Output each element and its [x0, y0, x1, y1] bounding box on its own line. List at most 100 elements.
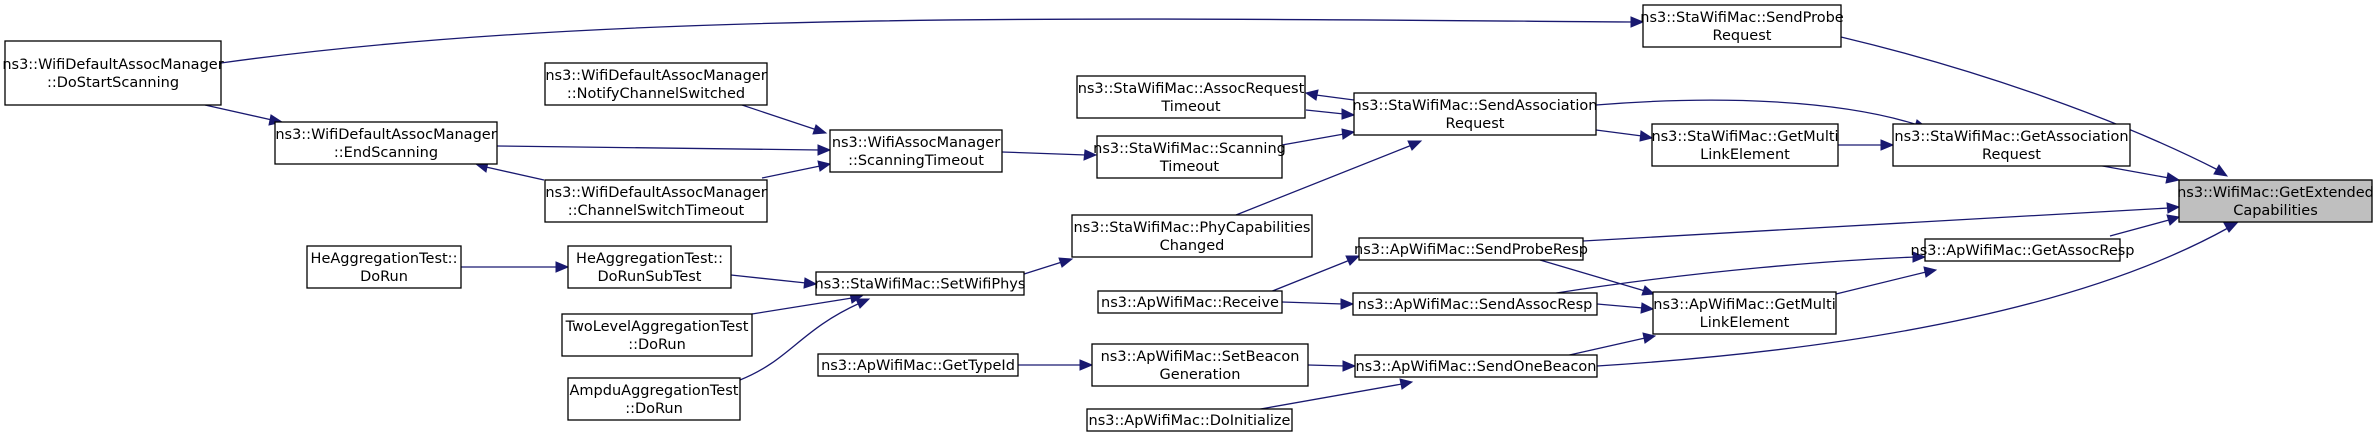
arrowhead-sendonebeacon-2	[1399, 378, 1414, 390]
edge-sendproberesp-getextcap	[1582, 207, 2170, 242]
arrowhead-setbeacon	[1079, 359, 1094, 371]
arrowhead-getassocresp-1	[1912, 251, 1927, 263]
arrowhead-sendonebeacon-1	[1342, 360, 1357, 372]
node-getassocresp[interactable]: ns3::ApWifiMac::GetAssocResp	[1911, 238, 2135, 262]
node-label: ns3::WifiAssocManager	[832, 135, 1000, 151]
arrowhead-hedorunsubtest	[555, 261, 570, 273]
node-label: ns3::StaWifiMac::SetWifiPhys	[815, 277, 1026, 293]
node-label: AmpduAggregationTest	[570, 383, 739, 399]
arrowhead-phycap	[1058, 257, 1074, 268]
edge-twolevel-setwifiphys	[751, 297, 853, 315]
node-receive[interactable]: ns3::ApWifiMac::Receive	[1097, 290, 1283, 314]
node-label: Changed	[1160, 238, 1225, 254]
node-label: ::EndScanning	[334, 145, 438, 161]
node-endscanning[interactable]: ns3::WifiDefaultAssocManager::EndScannin…	[274, 121, 498, 165]
node-doinitialize[interactable]: ns3::ApWifiMac::DoInitialize	[1086, 408, 1293, 432]
arrowhead-assocreqtimeout	[1304, 89, 1319, 101]
edge-hedorunsubtest-setwifiphys	[730, 274, 807, 284]
node-label: ns3::ApWifiMac::Receive	[1101, 295, 1279, 311]
node-label: ns3::StaWifiMac::PhyCapabilities	[1074, 220, 1311, 236]
node-sendonebeacon[interactable]: ns3::ApWifiMac::SendOneBeacon	[1354, 354, 1598, 378]
edge-stascanning-sendassocreq	[1281, 133, 1345, 146]
node-sendproberesp[interactable]: ns3::ApWifiMac::SendProbeResp	[1354, 237, 1588, 261]
edge-dostartscanning-endscanning	[204, 104, 273, 121]
node-ampduaggregationtest[interactable]: AmpduAggregationTest::DoRun	[567, 377, 741, 421]
node-scanningtimeout-mgr[interactable]: ns3::WifiAssocManager::ScanningTimeout	[829, 129, 1003, 173]
arrowhead-scanningtimeout-3	[817, 160, 832, 172]
edge-notifychannelswitched-scanningtimeout	[732, 101, 818, 131]
node-notifychannelswitched[interactable]: ns3::WifiDefaultAssocManager::NotifyChan…	[544, 62, 768, 106]
edge-channelswitchtimeout-endscanning	[485, 166, 545, 181]
node-heaggregationtest-dorun[interactable]: HeAggregationTest::DoRun	[306, 245, 462, 289]
edge-sendassocreq-assocreqtimeout	[1315, 94, 1355, 101]
node-label: TwoLevelAggregationTest	[565, 319, 749, 335]
node-label: ns3::ApWifiMac::SendProbeResp	[1354, 242, 1588, 258]
edge-setbeacon-sendonebeacon	[1307, 364, 1346, 367]
arrowhead-getmultiap-1	[1641, 285, 1656, 296]
graph-nodes: ns3::WifiDefaultAssocManager::DoStartSca…	[2, 4, 2374, 432]
arrowhead-getmultiap-2	[1640, 302, 1655, 314]
node-sendassocresp[interactable]: ns3::ApWifiMac::SendAssocResp	[1352, 292, 1598, 316]
node-label: ns3::ApWifiMac::GetMulti	[1653, 297, 1835, 313]
arrowhead-stascanning	[1083, 149, 1098, 161]
node-label: ns3::ApWifiMac::DoInitialize	[1089, 413, 1291, 429]
node-label: HeAggregationTest::	[576, 251, 723, 267]
node-label: Timeout	[1159, 159, 1220, 175]
node-gettypeid[interactable]: ns3::ApWifiMac::GetTypeId	[817, 353, 1019, 377]
node-label: ns3::StaWifiMac::SendProbe	[1640, 10, 1844, 26]
node-label: LinkElement	[1700, 147, 1790, 163]
edge-sendproberesp-getmultiap	[1539, 259, 1646, 292]
node-label: ns3::StaWifiMac::GetMulti	[1651, 129, 1838, 145]
node-label: ns3::ApWifiMac::GetAssocResp	[1911, 243, 2135, 259]
node-heaggregationtest-dorunsubtest[interactable]: HeAggregationTest::DoRunSubTest	[567, 245, 732, 289]
arrowhead-getextcap-5	[2223, 222, 2239, 233]
edge-sendassocreq-getmultista	[1595, 129, 1643, 137]
arrowhead-scanningtimeout-1	[817, 144, 832, 156]
edge-sendassocreq-getassocreq	[1595, 99, 1919, 126]
node-label: ns3::ApWifiMac::GetTypeId	[821, 358, 1015, 374]
arrowhead-getextcap-4	[2166, 214, 2181, 226]
node-label: ns3::StaWifiMac::GetAssociation	[1894, 129, 2128, 145]
node-label: ns3::WifiDefaultAssocManager	[545, 185, 766, 201]
arrowhead-sendassocreq-1	[1341, 128, 1356, 140]
node-label: DoRunSubTest	[598, 269, 702, 285]
arrowhead-setwifiphys-1	[803, 277, 818, 289]
node-label: Request	[1713, 28, 1772, 44]
node-label: ns3::WifiDefaultAssocManager	[275, 127, 496, 143]
node-label: ns3::WifiDefaultAssocManager	[545, 68, 766, 84]
node-label: ::DoRun	[628, 337, 686, 353]
edge-sendonebeacon-getmultiap	[1564, 337, 1646, 357]
edge-channelswitchtimeout-scanningtimeout	[761, 165, 821, 179]
arrowhead-sendassocresp	[1340, 298, 1355, 310]
arrowhead-scanningtimeout-2	[812, 124, 828, 135]
arrowhead-getextcap-3	[2166, 202, 2181, 214]
edge-scanningtimeout-stascanning	[1001, 151, 1087, 156]
node-label: DoRun	[360, 269, 408, 285]
node-label: LinkElement	[1700, 315, 1790, 331]
node-label: ns3::StaWifiMac::Scanning	[1093, 141, 1286, 157]
node-label: ::ChannelSwitchTimeout	[568, 203, 745, 219]
node-dostartscanning[interactable]: ns3::WifiDefaultAssocManager::DoStartSca…	[2, 40, 224, 106]
edge-assocreqtimeout-sendassocreq	[1305, 109, 1345, 115]
node-channelswitchtimeout[interactable]: ns3::WifiDefaultAssocManager::ChannelSwi…	[544, 179, 768, 223]
node-label: Request	[1446, 116, 1505, 132]
node-label: ns3::ApWifiMac::SendOneBeacon	[1355, 359, 1596, 375]
node-setwifiphys[interactable]: ns3::StaWifiMac::SetWifiPhys	[815, 271, 1026, 296]
node-label: Request	[1982, 147, 2041, 163]
node-twolevelaggregationtest[interactable]: TwoLevelAggregationTest::DoRun	[561, 313, 753, 357]
node-label: ::NotifyChannelSwitched	[567, 86, 745, 102]
arrowhead-sendassocreq-3	[1407, 140, 1423, 151]
node-label: ns3::StaWifiMac::AssocRequest	[1078, 81, 1305, 97]
node-scanningtimeout-sta[interactable]: ns3::StaWifiMac::ScanningTimeout	[1093, 135, 1286, 179]
edge-ampdu-setwifiphys	[739, 302, 861, 381]
